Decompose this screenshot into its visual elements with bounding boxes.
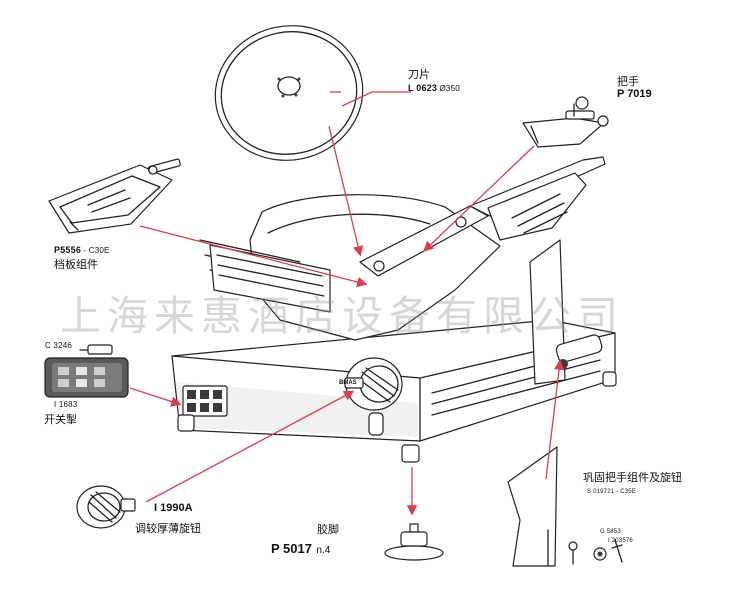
guard-code-label: P5556 - C30E	[54, 246, 110, 255]
knob-part	[76, 485, 136, 529]
foot-part	[384, 523, 444, 561]
guard-variant: - C30E	[83, 246, 110, 255]
switch-code-bottom: I 1683	[54, 400, 78, 409]
lock-part	[507, 446, 623, 567]
knob-name-label: 调较厚薄旋钮	[135, 522, 201, 535]
blade-name-label: 刀片	[408, 68, 430, 81]
blade-code: L 0623	[408, 83, 438, 93]
guard-part	[48, 158, 181, 234]
foot-code-label: P 5017 n.4	[271, 541, 330, 557]
slicer-machine	[171, 156, 617, 463]
handle-part	[522, 96, 609, 148]
switch-code-top: C 3246	[45, 341, 72, 350]
lock-name-label: 巩固把手组件及旋钮	[583, 471, 682, 484]
handle-name-label: 把手	[617, 75, 639, 88]
switch-part	[44, 344, 129, 398]
foot-qty: n.4	[316, 545, 331, 556]
foot-name-label: 胶脚	[317, 523, 339, 536]
handle-code-label: P 7019	[617, 88, 652, 100]
lock-code: S 019721	[587, 489, 615, 495]
blade-code-label: L 0623 Ø350	[408, 84, 460, 93]
foot-code: P 5017	[271, 541, 312, 556]
machine-badge: BMAS	[339, 380, 357, 386]
guard-code: P5556	[54, 245, 82, 255]
leader-arrows	[129, 91, 565, 516]
lock-sub1-label: G 5853	[600, 529, 621, 535]
lock-variant: - C35E	[616, 489, 637, 495]
guard-name-label: 档板组件	[54, 258, 98, 271]
switch-name-label: 开关掣	[44, 413, 77, 426]
blade-part	[214, 25, 364, 161]
lock-sub2-label: I 203576	[608, 538, 633, 544]
watermark-text: 上海来惠酒店设备有限公司	[60, 292, 624, 340]
knob-code-label: I 1990A	[154, 502, 193, 514]
lock-code-label: S 019721 - C35E	[587, 489, 636, 495]
blade-size: Ø350	[439, 84, 460, 93]
